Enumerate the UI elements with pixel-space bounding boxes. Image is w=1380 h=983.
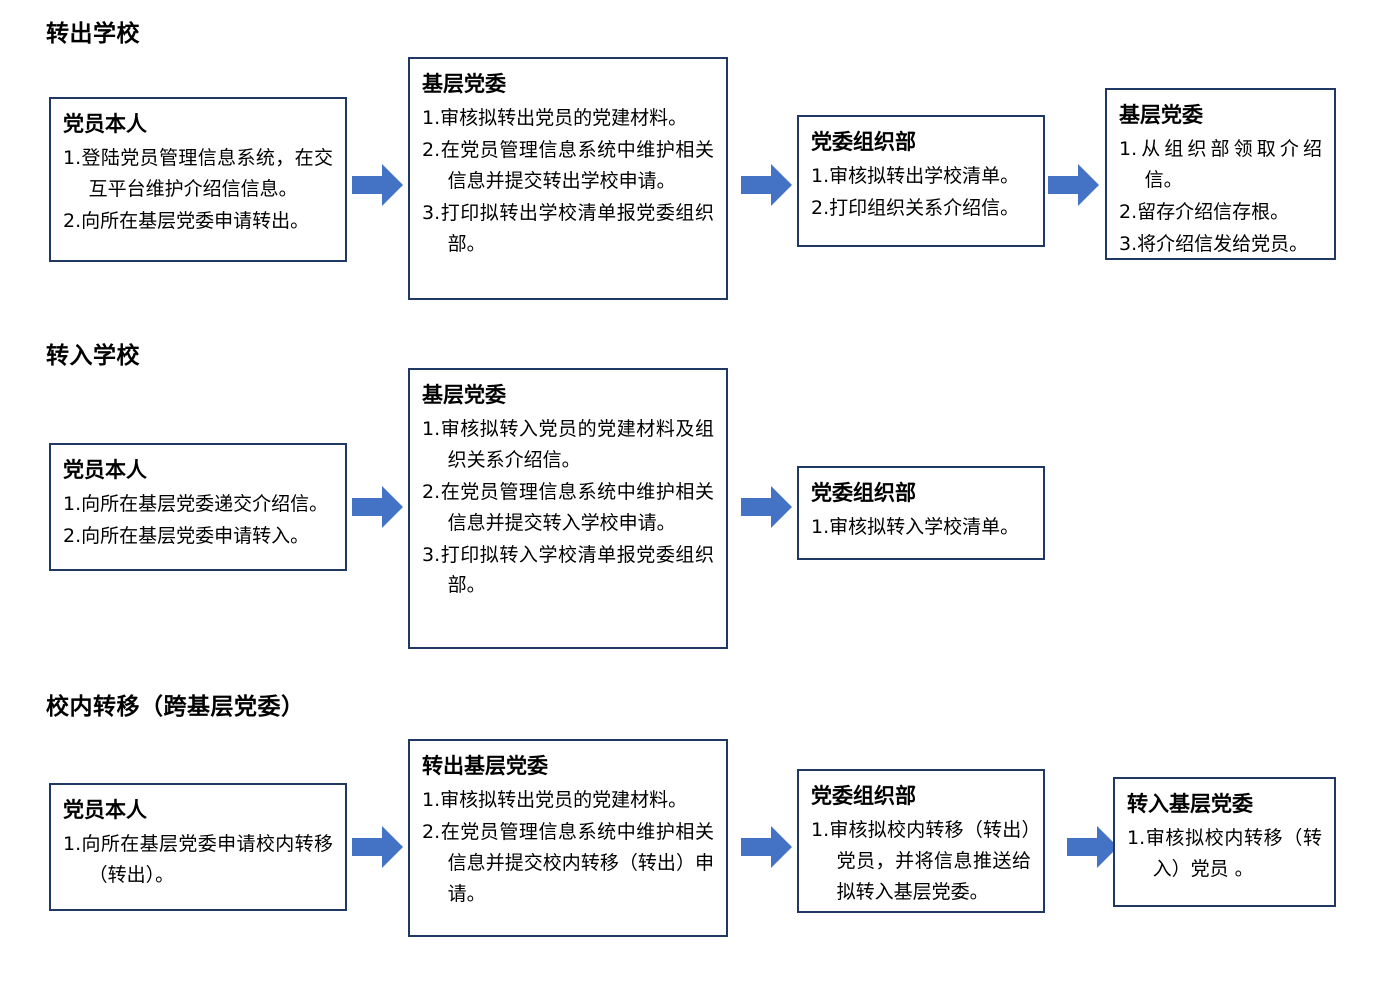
node-item-list: 1.审核拟转出党员的党建材料。 2.在党员管理信息系统中维护相关信息并提交转出学… (422, 103, 714, 259)
node-title: 党委组织部 (811, 481, 916, 505)
list-item: 2.向所在基层党委申请转入。 (63, 525, 310, 548)
list-item: 2.在党员管理信息系统中维护相关信息并提交校内转移（转出）申请。 (422, 821, 714, 905)
list-item: 3.将介绍信发给党员。 (1119, 232, 1309, 255)
list-item: 1.审核拟转出党员的党建材料。 (422, 789, 688, 812)
list-item: 3.打印拟转入学校清单报党委组织部。 (422, 543, 714, 597)
list-item: 2.在党员管理信息系统中维护相关信息并提交转入学校申请。 (422, 480, 714, 534)
node-section3-transfer-out-grassroots-party-committee: 转出基层党委 1.审核拟转出党员的党建材料。 2.在党员管理信息系统中维护相关信… (408, 739, 728, 937)
list-item: 2.留存介绍信存根。 (1119, 200, 1290, 223)
node-section2-party-organization-department: 党委组织部 1.审核拟转入学校清单。 (797, 466, 1045, 560)
arrow-right-icon-s2-a2 (741, 485, 793, 529)
node-item-list: 1.审核拟转入党员的党建材料及组织关系介绍信。 2.在党员管理信息系统中维护相关… (422, 414, 714, 601)
node-title: 转入基层党委 (1127, 792, 1253, 816)
node-title: 基层党委 (422, 72, 506, 96)
node-section3-party-organization-department: 党委组织部 1.审核拟校内转移（转出）党员，并将信息推送给拟转入基层党委。 (797, 769, 1045, 913)
node-section1-party-member: 党员本人 1.登陆党员管理信息系统，在交互平台维护介绍信信息。 2.向所在基层党… (49, 97, 347, 262)
node-item-list: 1.向所在基层党委申请校内转移（转出）。 (63, 829, 333, 891)
node-item-list: 1.审核拟转出党员的党建材料。 2.在党员管理信息系统中维护相关信息并提交校内转… (422, 785, 714, 909)
node-title: 党委组织部 (811, 130, 916, 154)
list-item: 1.审核拟校内转移（转出）党员，并将信息推送给拟转入基层党委。 (811, 819, 1031, 903)
node-section2-grassroots-party-committee: 基层党委 1.审核拟转入党员的党建材料及组织关系介绍信。 2.在党员管理信息系统… (408, 368, 728, 649)
arrow-right-icon-s3-a3 (1067, 825, 1119, 869)
list-item: 1.登陆党员管理信息系统，在交互平台维护介绍信信息。 (63, 147, 333, 201)
list-item: 2.向所在基层党委申请转出。 (63, 209, 310, 232)
list-item: 1.从组织部领取介绍信。 (1119, 138, 1322, 192)
node-item-list: 1.登陆党员管理信息系统，在交互平台维护介绍信信息。 2.向所在基层党委申请转出… (63, 143, 333, 236)
arrow-right-icon-s1-a1 (352, 163, 404, 207)
node-item-list: 1.审核拟校内转移（转入）党员 。 (1127, 823, 1322, 885)
list-item: 1.审核拟转出党员的党建材料。 (422, 107, 688, 130)
list-item: 1.审核拟转出学校清单。 (811, 165, 1020, 188)
list-item: 1.审核拟校内转移（转入）党员 。 (1127, 827, 1322, 881)
list-item: 1.向所在基层党委递交介绍信。 (63, 493, 329, 516)
list-item: 1.审核拟转入党员的党建材料及组织关系介绍信。 (422, 418, 714, 472)
arrow-right-icon-s3-a1 (352, 825, 404, 869)
list-item: 1.审核拟转入学校清单。 (811, 516, 1020, 539)
arrow-right-icon-s3-a2 (741, 825, 793, 869)
node-item-list: 1.从组织部领取介绍信。 2.留存介绍信存根。 3.将介绍信发给党员。 (1119, 134, 1322, 259)
section-title-internal-transfer: 校内转移（跨基层党委） (46, 694, 305, 720)
node-section1-grassroots-party-committee: 基层党委 1.审核拟转出党员的党建材料。 2.在党员管理信息系统中维护相关信息并… (408, 57, 728, 300)
node-section2-party-member: 党员本人 1.向所在基层党委递交介绍信。 2.向所在基层党委申请转入。 (49, 443, 347, 571)
node-title: 转出基层党委 (422, 754, 548, 778)
section-title-transfer-in: 转入学校 (46, 343, 140, 369)
list-item: 2.打印组织关系介绍信。 (811, 197, 1020, 220)
node-section3-transfer-in-grassroots-party-committee: 转入基层党委 1.审核拟校内转移（转入）党员 。 (1113, 777, 1336, 907)
node-section1-grassroots-party-committee-receive: 基层党委 1.从组织部领取介绍信。 2.留存介绍信存根。 3.将介绍信发给党员。 (1105, 88, 1336, 260)
node-title: 基层党委 (1119, 103, 1203, 127)
section-title-transfer-out: 转出学校 (46, 21, 140, 47)
list-item: 1.向所在基层党委申请校内转移（转出）。 (63, 833, 333, 887)
node-title: 基层党委 (422, 383, 506, 407)
node-item-list: 1.审核拟转入学校清单。 (811, 512, 1031, 543)
list-item: 2.在党员管理信息系统中维护相关信息并提交转出学校申请。 (422, 139, 714, 192)
node-title: 党委组织部 (811, 784, 916, 808)
arrow-right-icon-s1-a2 (741, 163, 793, 207)
list-item: 3.打印拟转出学校清单报党委组织部。 (422, 201, 714, 255)
arrow-right-icon-s2-a1 (352, 485, 404, 529)
node-section1-party-organization-department: 党委组织部 1.审核拟转出学校清单。 2.打印组织关系介绍信。 (797, 115, 1045, 247)
node-item-list: 1.向所在基层党委递交介绍信。 2.向所在基层党委申请转入。 (63, 489, 333, 552)
node-title: 党员本人 (63, 798, 147, 822)
node-section3-party-member: 党员本人 1.向所在基层党委申请校内转移（转出）。 (49, 783, 347, 911)
node-title: 党员本人 (63, 458, 147, 482)
node-title: 党员本人 (63, 112, 147, 136)
node-item-list: 1.审核拟转出学校清单。 2.打印组织关系介绍信。 (811, 161, 1031, 224)
node-item-list: 1.审核拟校内转移（转出）党员，并将信息推送给拟转入基层党委。 (811, 815, 1031, 907)
arrow-right-icon-s1-a3 (1048, 163, 1100, 207)
